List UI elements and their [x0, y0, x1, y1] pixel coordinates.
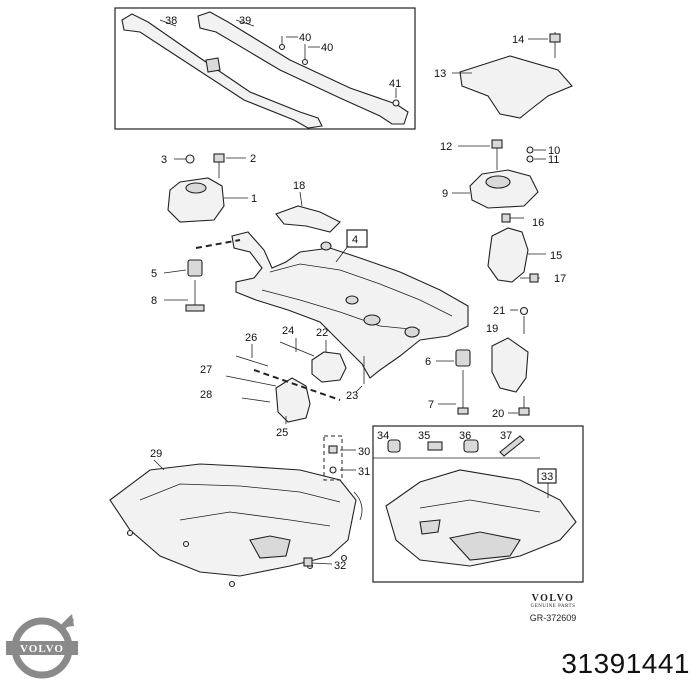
callout-13: 13 — [434, 68, 446, 80]
callout-6: 6 — [425, 356, 431, 368]
inset-box-undertray-33 — [372, 425, 584, 583]
callout-36: 36 — [459, 430, 471, 442]
mount-25 — [275, 377, 311, 423]
boxed-callout-4 — [346, 229, 368, 248]
logo-text: VOLVO — [20, 643, 64, 655]
callout-22: 22 — [316, 327, 328, 339]
rail-clip — [205, 57, 221, 73]
undertray-33 — [385, 469, 577, 567]
callout-41: 41 — [389, 78, 401, 90]
callout-19: 19 — [486, 323, 498, 335]
callout-33: 33 — [541, 471, 553, 483]
bracket-13 — [459, 55, 573, 119]
volvo-logo-icon: VOLVO — [6, 614, 78, 679]
callout-29: 29 — [150, 448, 162, 460]
brand-block: VOLVO GENUINE PARTS GR-372609 — [498, 593, 608, 624]
install-line-left — [195, 239, 241, 249]
mount-9 — [469, 169, 539, 209]
callout-5: 5 — [151, 268, 157, 280]
callout-1: 1 — [251, 193, 257, 205]
mount-22 — [311, 351, 347, 383]
mount-1 — [167, 177, 225, 223]
brand-subtitle: GENUINE PARTS — [530, 604, 576, 609]
bracket-18 — [275, 205, 341, 233]
callout-17: 17 — [554, 273, 566, 285]
callout-26: 26 — [245, 332, 257, 344]
callout-31: 31 — [358, 466, 370, 478]
callout-34: 34 — [377, 430, 389, 442]
bushing-6 — [455, 349, 471, 367]
bolt-14 — [549, 33, 561, 43]
callout-25: 25 — [276, 427, 288, 439]
callout-35: 35 — [418, 430, 430, 442]
brand-name: VOLVO — [531, 593, 575, 604]
callout-23: 23 — [346, 390, 358, 402]
callout-20: 20 — [492, 408, 504, 420]
callout-12: 12 — [440, 141, 452, 153]
callout-2: 2 — [250, 153, 256, 165]
subframe-4 — [231, 231, 469, 379]
part-number: 31391441 — [561, 648, 690, 679]
undertray-29 — [109, 463, 357, 577]
callout-32: 32 — [334, 560, 346, 572]
callout-16: 16 — [532, 217, 544, 229]
callout-40-a: 40 — [299, 32, 311, 44]
callout-3: 3 — [161, 154, 167, 166]
callout-40-b: 40 — [321, 42, 333, 54]
callout-38: 38 — [165, 15, 177, 27]
rail-38 — [121, 13, 323, 129]
callout-8: 8 — [151, 295, 157, 307]
callout-14: 14 — [512, 34, 524, 46]
diagram-reference: GR-372609 — [529, 613, 577, 623]
callout-24: 24 — [282, 325, 294, 337]
inset-box-rails — [114, 7, 416, 130]
bushing-5 — [187, 259, 203, 277]
mount-15 — [487, 227, 529, 283]
callout-28: 28 — [200, 389, 212, 401]
callout-30: 30 — [358, 446, 370, 458]
fastener-box-30-31 — [323, 435, 343, 481]
boxed-callout-33 — [537, 468, 557, 484]
bracket-19 — [491, 337, 529, 393]
rail-39 — [197, 11, 409, 125]
callout-37: 37 — [500, 430, 512, 442]
callout-10: 10 — [548, 145, 560, 157]
callout-39: 39 — [239, 15, 251, 27]
install-line-center — [253, 369, 341, 401]
callout-15: 15 — [550, 250, 562, 262]
callout-7: 7 — [428, 399, 434, 411]
callout-27: 27 — [200, 364, 212, 376]
callout-18: 18 — [293, 180, 305, 192]
callout-4: 4 — [352, 234, 358, 246]
callout-11: 11 — [548, 154, 559, 166]
callout-21: 21 — [493, 305, 505, 317]
callout-9: 9 — [442, 188, 448, 200]
